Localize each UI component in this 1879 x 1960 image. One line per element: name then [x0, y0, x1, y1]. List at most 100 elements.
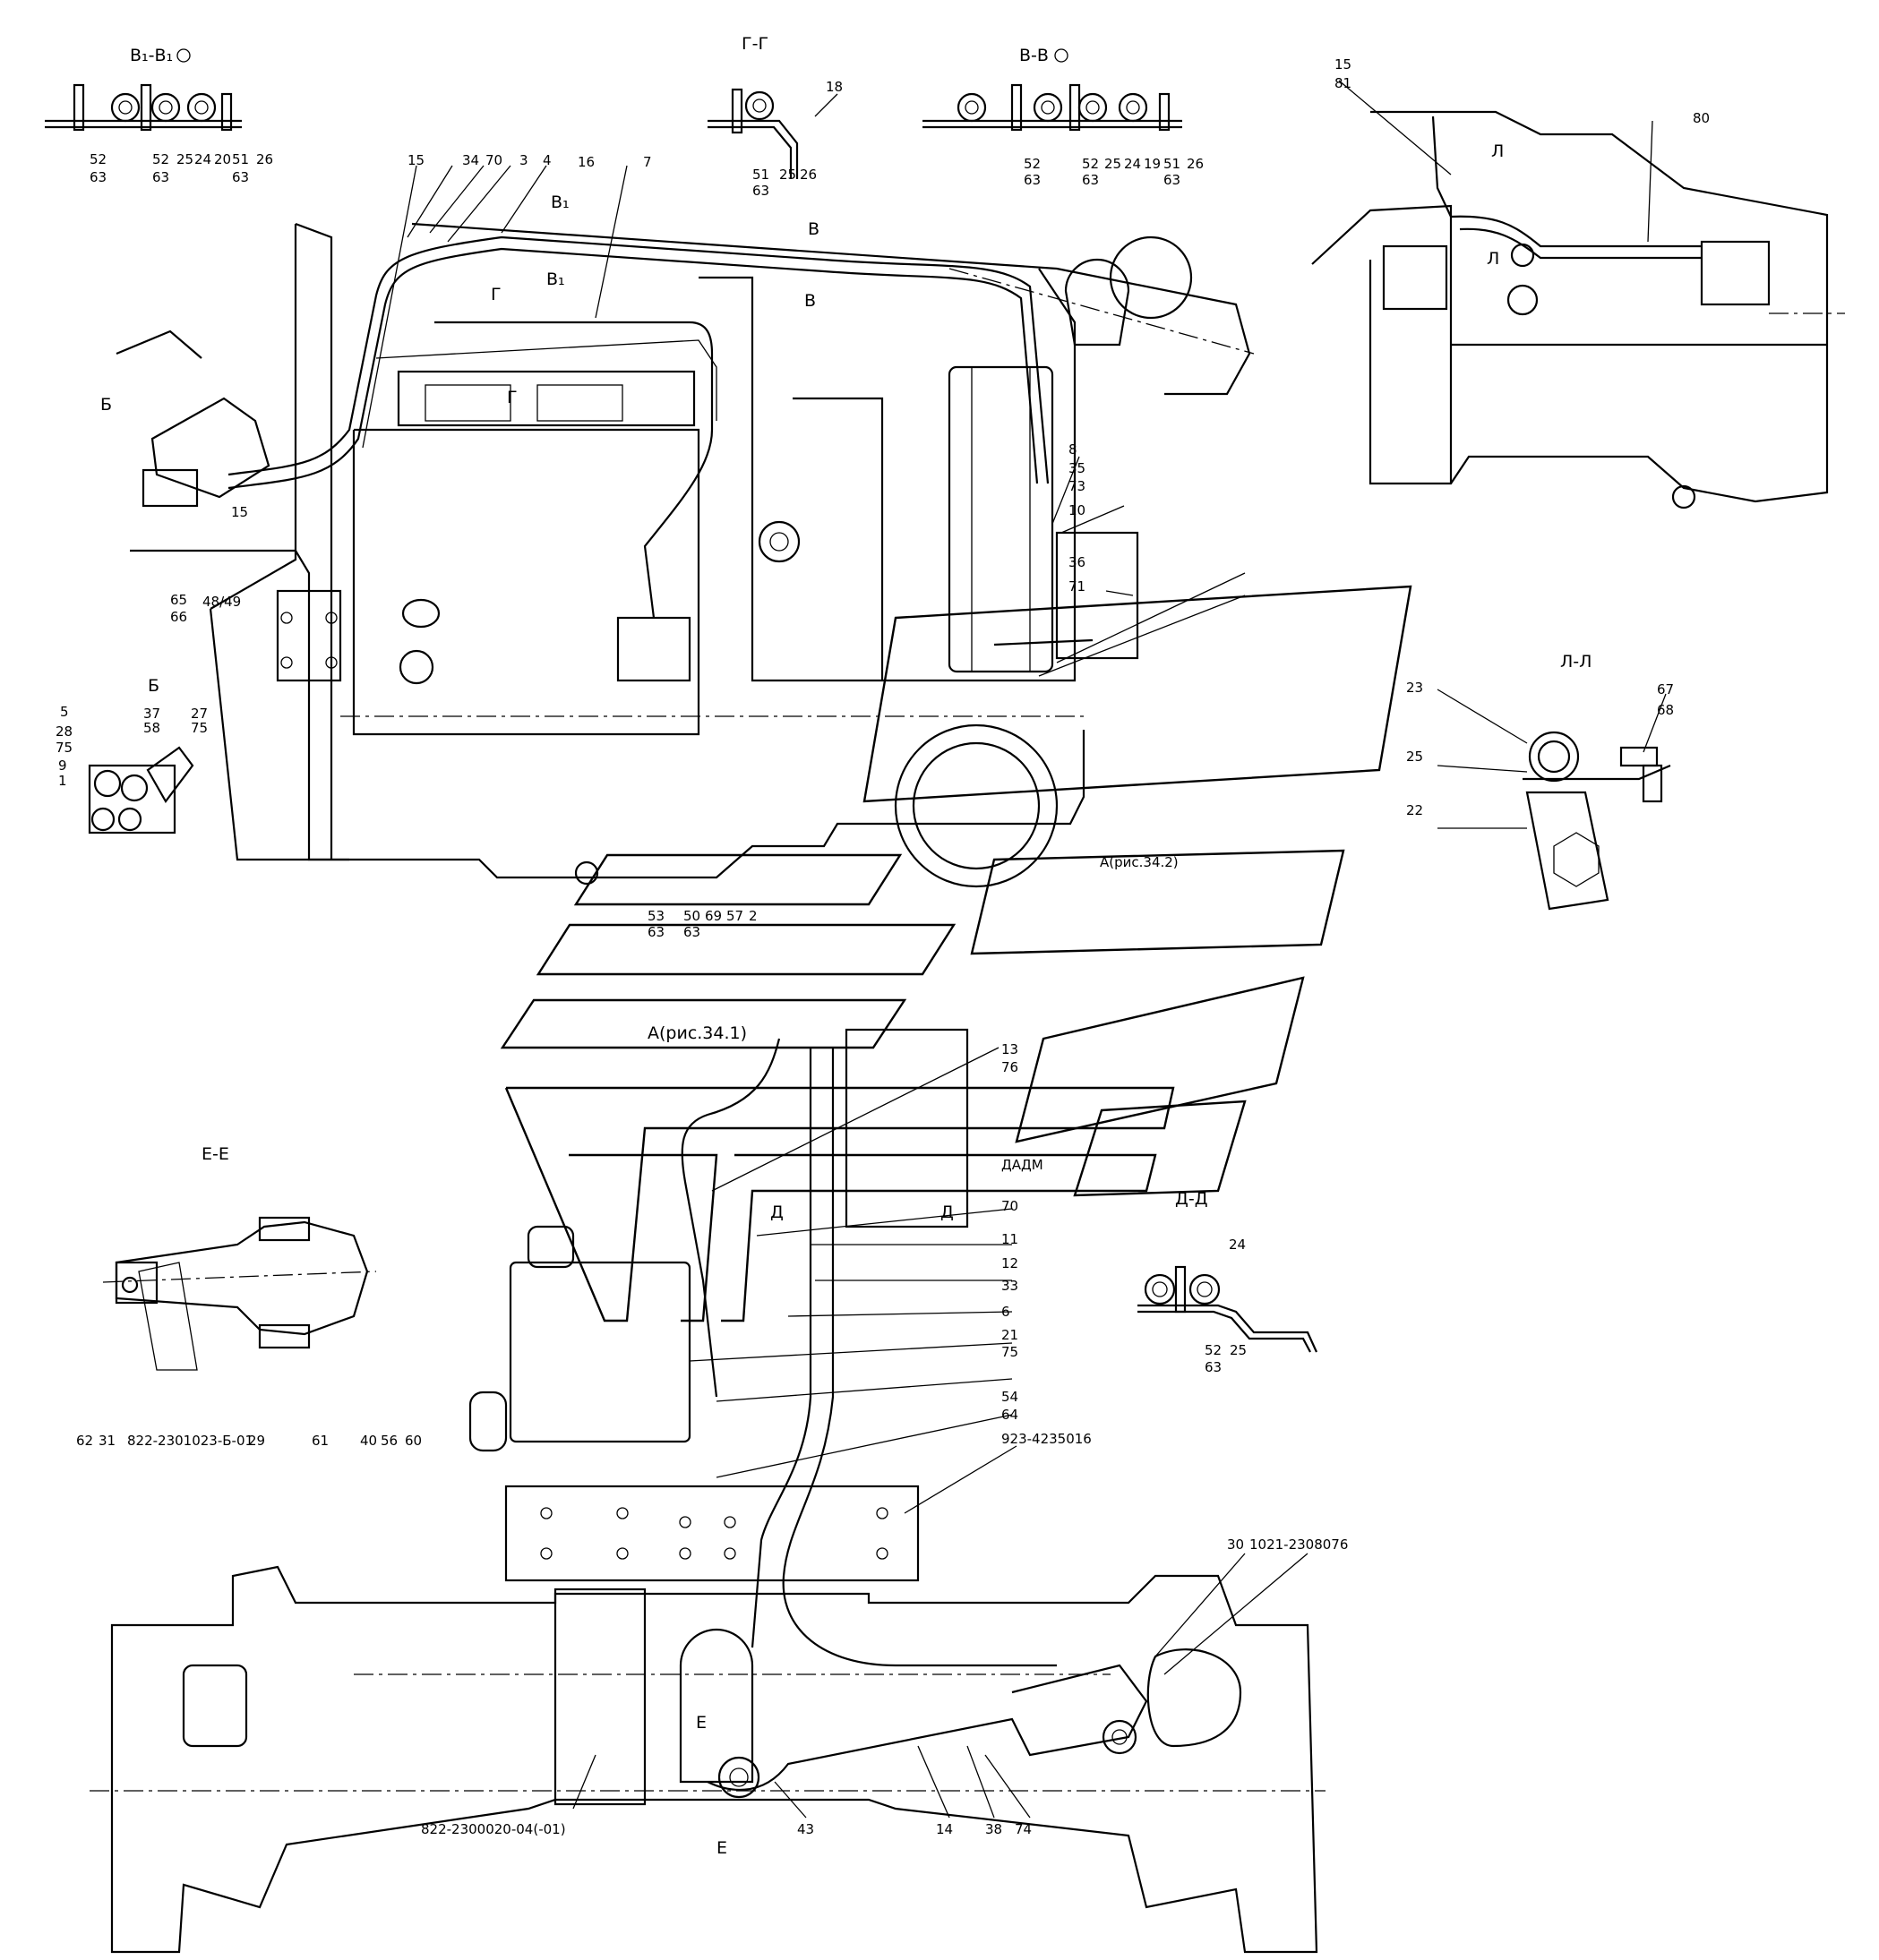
callout: 21	[1001, 1327, 1018, 1343]
cut-mark-d-right: Д	[940, 1203, 954, 1222]
callout: 22	[1406, 802, 1423, 818]
callout: 43	[797, 1821, 814, 1837]
part-callouts: 52 63 52 63 25 24 20 51 63 26 18 51 63 2…	[56, 56, 1710, 1837]
callout: 51	[232, 151, 249, 167]
callout: 822-2300020-04(-01)	[421, 1821, 566, 1837]
callout: 53	[648, 908, 665, 924]
callout: 25	[1104, 156, 1121, 172]
callout: 1021-2308076	[1249, 1536, 1348, 1553]
callout: 62	[76, 1433, 93, 1449]
callout: 54	[1001, 1389, 1018, 1405]
callout: 25	[1406, 749, 1423, 765]
cut-mark-e-bottom: Е	[716, 1838, 727, 1858]
callout: 16	[578, 154, 595, 170]
callout: 25	[176, 151, 193, 167]
callout: 64	[1001, 1407, 1018, 1423]
cut-mark-g-top: Г	[491, 285, 502, 304]
callout: 6	[1001, 1304, 1010, 1320]
section-title-v1v1: В₁-В₁	[130, 46, 173, 65]
section-title-ee: Е-Е	[202, 1144, 229, 1164]
callout: 29	[248, 1433, 265, 1449]
section-title-vv: В-В	[1019, 46, 1049, 65]
callout: 15	[231, 504, 248, 520]
callout: 13	[1001, 1041, 1018, 1057]
callout: 31	[99, 1433, 116, 1449]
section-l-l	[1523, 731, 1671, 911]
callout: 14	[936, 1821, 953, 1837]
callout: 73	[1068, 478, 1085, 494]
watermark-logo	[500, 585, 1412, 1322]
callout: 63	[90, 169, 107, 185]
callout: 67	[1657, 681, 1674, 698]
section-title-ll: Л-Л	[1560, 652, 1592, 672]
view-title-b: Б	[148, 676, 159, 696]
callout: 24	[194, 151, 211, 167]
callout: 923-4235016	[1001, 1431, 1092, 1447]
cut-mark-l-bottom: Л	[1487, 249, 1499, 269]
callout: 71	[1068, 578, 1085, 595]
callout: 58	[143, 720, 160, 736]
callout: 11	[1001, 1231, 1018, 1247]
callout: 51	[752, 167, 769, 183]
section-v-v	[922, 83, 1182, 132]
section-b-view	[88, 746, 194, 834]
callout: 75	[191, 720, 208, 736]
cut-mark-g-bottom: Г	[507, 388, 518, 407]
cut-mark-v-bottom: В	[804, 291, 816, 311]
callout: 57	[726, 908, 743, 924]
section-titles: В₁-В₁ Г-Г В-В Л-Л Е-Е Д-Д Б Б А(рис.34.2…	[100, 34, 1592, 1209]
callout: 69	[705, 908, 722, 924]
section-g-g	[708, 88, 799, 179]
callout: 4	[543, 152, 552, 168]
callout: 70	[485, 152, 502, 168]
section-v1-v1	[45, 83, 242, 132]
callout: 76	[1001, 1059, 1018, 1075]
callout: 63	[648, 924, 665, 940]
callout: 25	[779, 167, 796, 183]
callout: 65	[170, 592, 187, 608]
view-ref-a-34-1: А(рис.34.1)	[648, 1023, 747, 1043]
cut-marks: В₁ В₁ В В Г Г Л Л Д Д Е Е	[491, 141, 1504, 1858]
callout: 18	[826, 79, 843, 95]
callout: 66	[170, 609, 187, 625]
callout: 37	[143, 706, 160, 722]
callout: 24	[1229, 1237, 1246, 1253]
section-d-d	[1137, 1265, 1318, 1353]
callout: 52	[1082, 156, 1099, 172]
callout: 61	[312, 1433, 329, 1449]
callout: 12	[1001, 1255, 1018, 1271]
callout: 2	[749, 908, 758, 924]
callout: 80	[1693, 110, 1710, 126]
callout: 70	[1001, 1198, 1018, 1214]
callout: 7	[643, 154, 652, 170]
callout: 9	[58, 757, 67, 774]
callout: 63	[1024, 172, 1041, 188]
callout: 63	[1205, 1359, 1222, 1375]
callout: 75	[1001, 1344, 1018, 1360]
section-e-e	[102, 1216, 377, 1371]
callout: 74	[1015, 1821, 1032, 1837]
callout: 63	[683, 924, 700, 940]
callout: 36	[1068, 554, 1085, 570]
section-title-dd: Д-Д	[1175, 1189, 1208, 1209]
callout: 34	[462, 152, 479, 168]
view-label-b: Б	[100, 395, 112, 415]
callout: 33	[1001, 1278, 1018, 1294]
callout: 28	[56, 723, 73, 740]
callout: 52	[90, 151, 107, 167]
callout: 15	[1334, 56, 1351, 73]
cut-mark-v1-bottom: В₁	[546, 270, 565, 289]
callout: 60	[405, 1433, 422, 1449]
callout: 52	[1205, 1342, 1222, 1358]
cut-mark-l-top: Л	[1491, 141, 1504, 161]
cut-mark-v1-top: В₁	[551, 193, 570, 212]
callout: 1	[58, 773, 67, 789]
section-title-gg: Г-Г	[742, 34, 768, 54]
callout: 40	[360, 1433, 377, 1449]
callout: 19	[1144, 156, 1161, 172]
callout: 75	[56, 740, 73, 756]
callout: 52	[1024, 156, 1041, 172]
callout: 81	[1334, 75, 1351, 91]
callout: 35	[1068, 460, 1085, 476]
